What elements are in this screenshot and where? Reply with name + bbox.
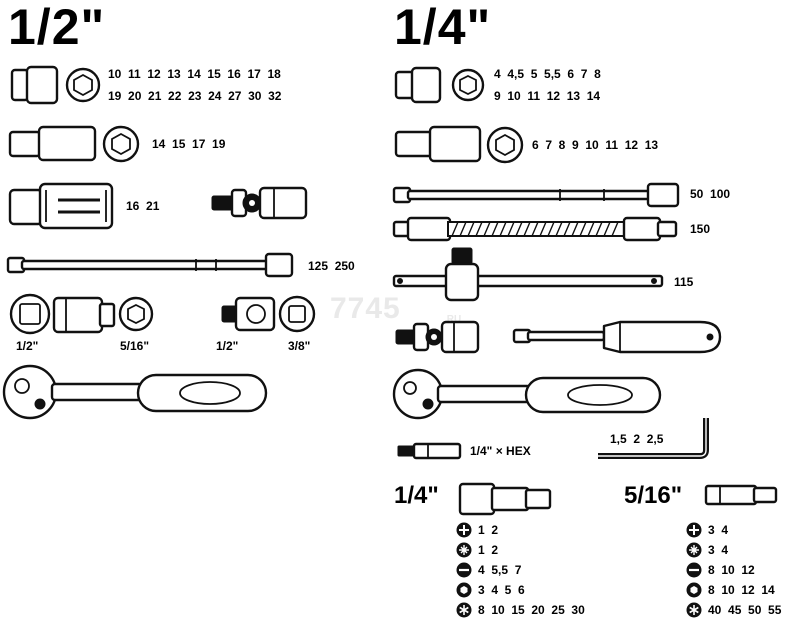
right-long-sockets: 6 7 8 9 10 11 12 13 xyxy=(532,138,658,152)
bit-sizes: 8 10 12 14 xyxy=(708,583,775,597)
bit-sizes: 3 4 xyxy=(708,523,728,537)
bit-row: 40 45 50 55 xyxy=(686,602,782,618)
bit-sizes: 4 5,5 7 xyxy=(478,563,522,577)
pozidriv-icon xyxy=(686,542,702,558)
bit-sizes: 1 2 xyxy=(478,523,498,537)
bit-sizes: 3 4 5 6 xyxy=(478,583,525,597)
short-socket-quarter-icon xyxy=(394,66,442,104)
bit-quarter-icon xyxy=(458,482,552,516)
hex-recess-adapter-icon xyxy=(118,296,154,332)
hex-key-icon xyxy=(598,418,709,459)
torx-icon xyxy=(686,602,702,618)
long-socket-end-hex-icon xyxy=(102,125,140,163)
hex-bit-icon xyxy=(456,582,472,598)
bit-row: 4 5,5 7 xyxy=(456,562,522,578)
slotted-icon xyxy=(686,562,702,578)
bit-row: 3 4 5 6 xyxy=(456,582,525,598)
bit-adapter-icon xyxy=(397,442,462,460)
bit-sizes: 1 2 xyxy=(478,543,498,557)
ratchet-quarter-icon xyxy=(392,368,662,420)
universal-joint-quarter-icon xyxy=(395,320,480,354)
watermark-brand: 7745 xyxy=(330,292,401,325)
slotted-icon xyxy=(456,562,472,578)
bit-row: 1 2 xyxy=(456,542,498,558)
adapter-label-2: 5/16" xyxy=(120,339,149,353)
bit-sizes: 3 4 xyxy=(708,543,728,557)
spinner-handle-icon xyxy=(512,320,722,354)
left-extensions: 125 250 xyxy=(308,259,355,273)
extension-bar-quarter-icon xyxy=(392,182,680,208)
bit-adapter-label: 1/4" × HEX xyxy=(470,444,531,458)
t-handle-icon xyxy=(392,247,664,302)
bit-row: 8 10 15 20 25 30 xyxy=(456,602,585,618)
short-socket-icon xyxy=(10,65,59,105)
right-extensions: 50 100 xyxy=(690,187,730,201)
bits-quarter-title: 1/4" xyxy=(394,482,439,509)
ratchet-icon xyxy=(2,364,268,420)
left-spark-plug-sockets: 16 21 xyxy=(126,199,160,213)
bit-holder-adapter-icon xyxy=(52,296,116,334)
phillips-icon xyxy=(456,522,472,538)
torx-icon xyxy=(456,602,472,618)
left-short-sockets-row1: 10 11 12 13 14 15 16 17 18 xyxy=(108,67,281,81)
bits-five-sixteenth-title: 5/16" xyxy=(624,482,682,509)
bit-row: 3 4 xyxy=(686,522,728,538)
bits-five-sixteenth-list: 3 4 3 4 8 10 12 8 10 12 14 40 45 50 55 xyxy=(686,522,782,618)
watermark: 7745 .RU xyxy=(330,292,461,325)
right-flex-extension: 150 xyxy=(690,222,710,236)
bit-row: 8 10 12 xyxy=(686,562,755,578)
extension-bar-icon xyxy=(6,252,294,278)
left-short-sockets-row2: 19 20 21 22 23 24 27 30 32 xyxy=(108,89,282,103)
bit-five-sixteenth-icon xyxy=(704,484,778,506)
reducer-adapter-icon xyxy=(221,296,276,332)
socket-end-hex-quarter-icon xyxy=(451,68,485,102)
bit-sizes: 40 45 50 55 xyxy=(708,603,782,617)
spark-plug-socket-icon xyxy=(8,182,114,230)
square-drive-adapter-icon xyxy=(9,293,51,335)
bit-row: 1 2 xyxy=(456,522,498,538)
pozidriv-icon xyxy=(456,542,472,558)
flexible-extension-icon xyxy=(392,216,678,242)
right-t-handle: 115 xyxy=(674,275,694,289)
bit-sizes: 8 10 12 xyxy=(708,563,755,577)
long-socket-icon xyxy=(8,125,97,162)
long-socket-quarter-icon xyxy=(394,125,482,163)
hex-keys-label: 1,5 2 2,5 xyxy=(610,432,664,446)
watermark-suffix: .RU xyxy=(444,314,461,325)
adapter-label-3: 1/2" xyxy=(216,339,238,353)
reducer-square-end-icon xyxy=(278,295,316,333)
phillips-icon xyxy=(686,522,702,538)
socket-end-hex-icon xyxy=(65,67,101,103)
bit-row: 3 4 xyxy=(686,542,728,558)
left-long-sockets: 14 15 17 19 xyxy=(152,137,226,151)
adapter-label-4: 3/8" xyxy=(288,339,310,353)
title-quarter-inch: 1/4" xyxy=(394,0,491,55)
universal-joint-icon xyxy=(211,186,308,220)
right-short-sockets-row1: 4 4,5 5 5,5 6 7 8 xyxy=(494,67,601,81)
hex-bit-icon xyxy=(686,582,702,598)
right-short-sockets-row2: 9 10 11 12 13 14 xyxy=(494,89,600,103)
bits-quarter-list: 1 2 1 2 4 5,5 7 3 4 5 6 8 10 15 20 25 30 xyxy=(456,522,585,618)
bit-row: 8 10 12 14 xyxy=(686,582,775,598)
bit-sizes: 8 10 15 20 25 30 xyxy=(478,603,585,617)
adapter-label-1: 1/2" xyxy=(16,339,38,353)
long-socket-end-hex-quarter-icon xyxy=(486,126,524,164)
title-half-inch: 1/2" xyxy=(8,0,105,55)
